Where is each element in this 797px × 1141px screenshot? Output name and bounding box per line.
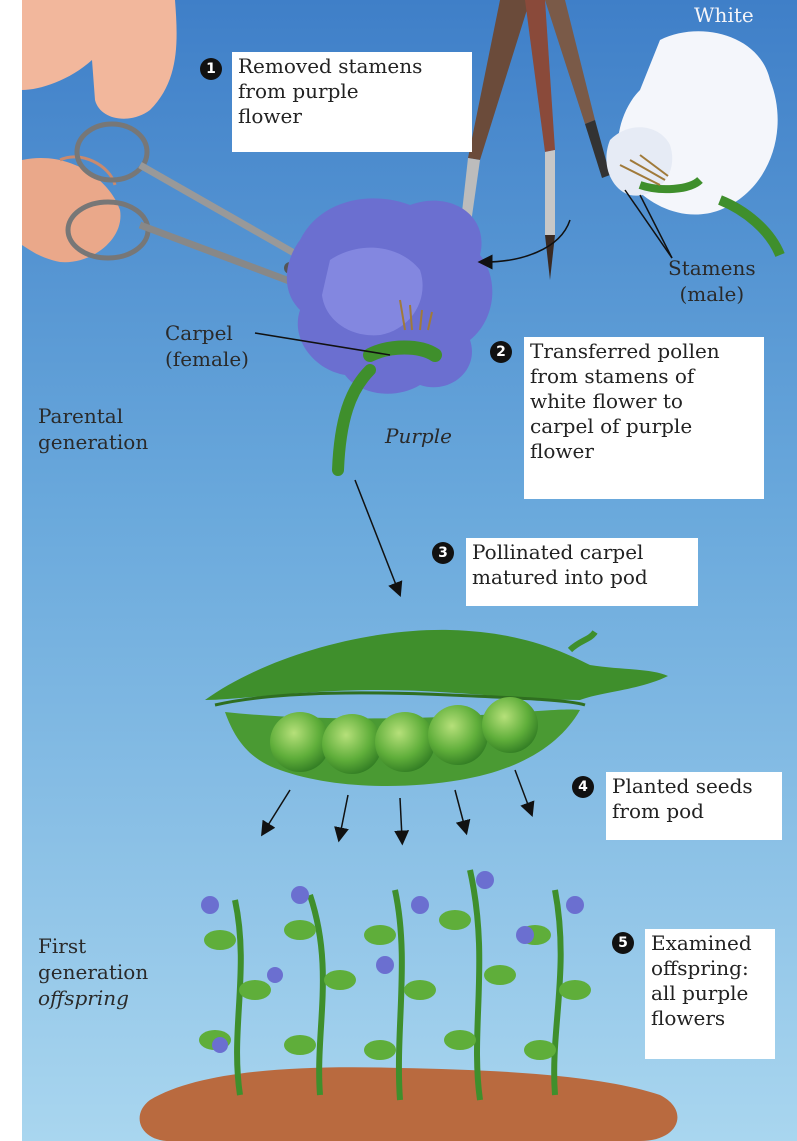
step-5: Examined offspring: all purple flowers: [645, 929, 775, 1059]
parental-generation-label: Parental generation: [38, 403, 148, 455]
first-generation-line-3: offspring: [38, 985, 148, 1011]
step-4: Planted seeds from pod: [606, 772, 782, 840]
step-2-badge: 2: [490, 341, 512, 363]
step-5-text: Examined offspring: all purple flowers: [651, 931, 769, 1031]
purple-label: Purple: [385, 423, 452, 449]
first-generation-line-1: First: [38, 933, 148, 959]
step-1-badge: 1: [200, 58, 222, 80]
step-3-text: Pollinated carpel matured into pod: [472, 540, 692, 590]
carpel-label: Carpel (female): [165, 320, 249, 372]
step-4-text: Planted seeds from pod: [612, 774, 776, 824]
first-generation-line-2: generation: [38, 959, 148, 985]
step-4-badge: 4: [572, 776, 594, 798]
step-2: Transferred pollen from stamens of white…: [524, 337, 764, 499]
step-2-text: Transferred pollen from stamens of white…: [530, 339, 758, 464]
step-3: Pollinated carpel matured into pod: [466, 538, 698, 606]
step-3-badge: 3: [432, 542, 454, 564]
stamens-label: Stamens (male): [668, 255, 756, 307]
step-1-text: Removed stamens from purple flower: [238, 54, 466, 129]
left-margin: [0, 0, 22, 1141]
step-5-badge: 5: [612, 932, 634, 954]
white-label: White: [694, 2, 754, 28]
step-1: Removed stamens from purple flower: [232, 52, 472, 152]
first-generation-label: First generation offspring: [38, 933, 148, 1011]
